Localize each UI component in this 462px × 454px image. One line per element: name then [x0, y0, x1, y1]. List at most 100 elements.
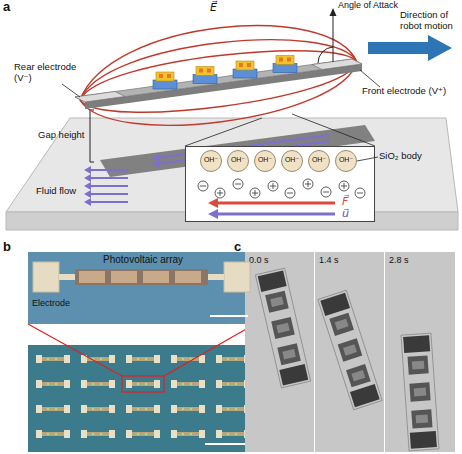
- hydroxyl-circle: OH⁻: [335, 150, 357, 172]
- ion-symbol: [339, 181, 349, 191]
- fluid-flow-arrow: [84, 174, 91, 182]
- zoom-indicator: [28, 324, 255, 392]
- gap-height-bracket: [90, 110, 94, 162]
- ion-symbol: [303, 179, 313, 189]
- motion-direction-arrow: [368, 35, 452, 61]
- hydroxyl-circle: OH⁻: [254, 150, 276, 172]
- zoom-indicator: [122, 376, 164, 392]
- photovoltaic-device: [111, 271, 137, 283]
- ion-label: OH⁻: [336, 156, 356, 164]
- hydroxyl-circle: OH⁻: [308, 150, 330, 172]
- velocity-arrow: [216, 213, 335, 216]
- fluid-flow-arrow: [84, 166, 91, 174]
- fluid-flow-arrow: [84, 190, 91, 198]
- zoom-indicator: [28, 324, 122, 376]
- ion-label: OH⁻: [201, 156, 221, 164]
- photovoltaic-chip: [193, 67, 217, 84]
- ion-label: OH⁻: [255, 156, 275, 164]
- angle-of-attack-arrow: [318, 47, 333, 63]
- velocity-arrow: [208, 209, 218, 219]
- panel-letter: b: [3, 240, 11, 255]
- figure-overlay: [255, 268, 310, 388]
- micrograph-inset: Photovoltaic arrayElectrode: [28, 252, 255, 324]
- ion-symbol: [323, 192, 329, 193]
- part-label: Photovoltaic array: [103, 254, 183, 266]
- ion-symbol: [287, 193, 293, 194]
- time-stamp: 2.8 s: [389, 255, 409, 265]
- vector-label: u⃗: [342, 207, 349, 220]
- fluid-flow-arrow: [90, 177, 128, 179]
- ion-symbol: [250, 188, 260, 198]
- force-arrow: [208, 198, 218, 208]
- ion-symbol: [215, 188, 225, 198]
- ion-symbol: [198, 181, 208, 191]
- photovoltaic-chip: [156, 72, 174, 81]
- part-label: Electrode: [32, 298, 70, 308]
- robot-body: [75, 59, 362, 109]
- fluid-flow-arrow: [84, 182, 91, 190]
- zoom-indicator: [164, 324, 255, 376]
- ion-symbol: [215, 188, 225, 198]
- panel-letter: c: [234, 240, 241, 255]
- hydroxyl-circle: OH⁻: [227, 150, 249, 172]
- photovoltaic-chip: [233, 61, 257, 78]
- scale-bar: [205, 443, 247, 445]
- photovoltaic-device: [208, 274, 224, 280]
- ion-label: OH⁻: [282, 156, 302, 164]
- leader-line: [357, 157, 378, 161]
- panel-letter: a: [3, 0, 10, 15]
- ion-symbol: [198, 181, 208, 191]
- figure-overlay: [318, 290, 382, 410]
- photovoltaic-chip: [167, 74, 171, 78]
- motion-label: Direction of robot motion: [400, 10, 462, 32]
- leader-line: [62, 70, 380, 146]
- ion-symbol: [250, 188, 260, 198]
- velocity-arrow: [208, 209, 335, 219]
- photovoltaic-chip: [279, 58, 283, 62]
- photovoltaic-chip: [239, 63, 243, 67]
- figure-overlay: [401, 333, 439, 451]
- photovoltaic-device: [224, 262, 250, 292]
- robot-body: [85, 64, 362, 109]
- video-frame: 1.4 s: [315, 252, 384, 452]
- time-stamp: 0.0 s: [249, 255, 269, 265]
- angle-of-attack-arrow: [330, 8, 337, 16]
- inset-box: F⃗u⃗OH⁻OH⁻OH⁻OH⁻OH⁻OH⁻: [185, 146, 375, 222]
- photovoltaic-device: [175, 271, 201, 283]
- ion-symbol: [233, 179, 243, 189]
- photovoltaic-chip: [287, 58, 291, 62]
- scale-bar: [210, 315, 248, 317]
- angle-of-attack-arrow: [333, 15, 334, 62]
- photovoltaic-chip: [276, 56, 294, 65]
- ion-symbol: [321, 187, 331, 197]
- angle-of-attack-arrow: [318, 8, 337, 63]
- ion-symbol: [355, 188, 365, 198]
- ion-symbol: [200, 186, 206, 187]
- ion-symbol: [357, 193, 363, 194]
- ion-symbol: [341, 183, 347, 189]
- photovoltaic-device: [33, 262, 59, 292]
- video-frame: 2.8 s: [385, 252, 455, 452]
- hydroxyl-circle: OH⁻: [200, 150, 222, 172]
- video-frame: 0.0 s: [245, 252, 314, 452]
- fluid-flow-arrow: [152, 160, 160, 168]
- ion-symbol: [217, 190, 223, 196]
- material-label: SiO₂ body: [379, 151, 422, 162]
- force-arrow: [216, 202, 335, 205]
- fluid-flow-arrow: [84, 198, 91, 206]
- photovoltaic-chip: [273, 56, 297, 73]
- leader-line: [292, 114, 375, 146]
- photovoltaic-chip: [247, 63, 251, 67]
- hydroxyl-circle: OH⁻: [281, 150, 303, 172]
- angle-label: Angle of Attack: [338, 0, 398, 10]
- device-array-micrograph: [28, 345, 255, 452]
- photovoltaic-chip: [159, 74, 163, 78]
- ion-symbol: [303, 179, 313, 189]
- photovoltaic-device: [33, 262, 250, 316]
- photovoltaic-chip: [153, 72, 177, 89]
- robot-body: [75, 59, 362, 102]
- photovoltaic-chip: [207, 69, 211, 73]
- device-array-micrograph: [28, 345, 255, 452]
